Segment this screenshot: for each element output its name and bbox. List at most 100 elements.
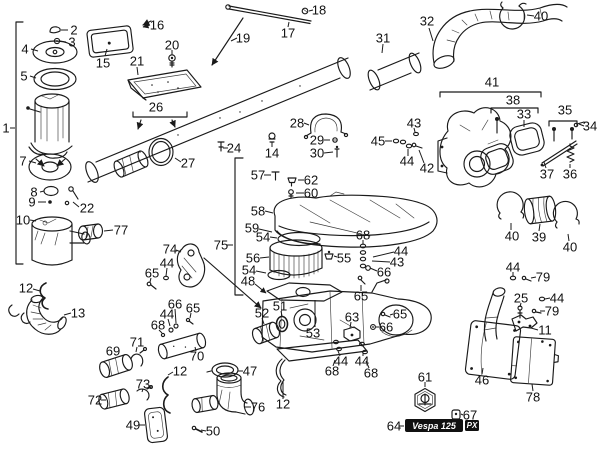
part-callout-8: 8 — [30, 185, 45, 200]
part-7-filter-element — [28, 153, 72, 181]
part-number-label: 40 — [505, 229, 519, 244]
part-19-rod — [211, 17, 244, 66]
part-callout-68: 68 — [356, 228, 370, 244]
part-24-bolt — [217, 141, 225, 152]
part-number-label: 11 — [538, 323, 552, 338]
part-number-label: 65 — [393, 307, 407, 322]
part-number-label: 74 — [163, 242, 177, 257]
part-28-clamp — [303, 113, 349, 140]
part-number-label: 26 — [149, 100, 163, 115]
part-callout-72: 72 — [88, 393, 106, 408]
part-callout-30: 30 — [310, 146, 334, 161]
part-number-label: 22 — [80, 201, 94, 216]
part-callout-70: 70 — [190, 346, 204, 364]
part-callout-48: 48 — [241, 274, 267, 294]
part-number-label: 52 — [255, 306, 269, 321]
part-callout-3: 3 — [59, 35, 76, 50]
part-46-pipe — [483, 287, 506, 342]
part-number-label: 68 — [356, 228, 370, 243]
part-number-label: 39 — [532, 230, 546, 245]
part-12-strap-center — [275, 358, 287, 398]
part-callout-5: 5 — [20, 69, 37, 84]
part-callout-53: 53 — [306, 300, 320, 341]
part-callout-12: 12 — [167, 364, 187, 379]
part-29-nut — [332, 137, 338, 143]
part-callout-11: 11 — [530, 323, 552, 338]
part-callout-76: 76 — [245, 400, 265, 415]
part-9-washer — [48, 200, 52, 204]
callout-leader-line — [259, 256, 270, 259]
callout-leader-line — [543, 161, 547, 169]
part-42-elbow-housing — [437, 107, 512, 188]
hardware-right-of-carb — [333, 311, 391, 355]
part-callout-36: 36 — [563, 164, 577, 182]
part-callout-44: 44 — [160, 307, 174, 327]
callout-leader-line — [39, 190, 45, 193]
part-35-group-bracket — [548, 120, 578, 142]
part-callout-10: 10 — [16, 213, 37, 228]
part-number-label: 31 — [376, 31, 390, 46]
callout-leader-line — [230, 37, 238, 42]
part-36-spring — [566, 143, 575, 163]
part-number-label: 20 — [165, 38, 179, 53]
part-callout-57: 57 — [251, 168, 271, 183]
part-number-label: 44 — [550, 291, 564, 306]
part-26-group-bracket — [132, 111, 188, 130]
part-callout-62: 62 — [298, 173, 318, 188]
part-39-ribbed-hose — [523, 195, 557, 225]
part-number-label: 33 — [517, 107, 531, 122]
callout-leader-line — [413, 127, 416, 133]
part-41-group-bracket — [439, 91, 542, 98]
part-number-label: 69 — [106, 344, 120, 359]
part-number-label: 58 — [251, 204, 265, 219]
callout-leader-line — [189, 312, 192, 319]
callout-leader-line — [428, 27, 434, 42]
part-number-label: 42 — [420, 161, 434, 176]
callout-leader-line — [29, 219, 37, 222]
part-76-elbow — [191, 372, 255, 416]
part-number-label: 5 — [20, 69, 27, 84]
part-5-gasket-ring — [33, 67, 77, 91]
part-50-screw — [191, 425, 203, 433]
badge-main-text: Vespa 125 — [412, 421, 457, 431]
part-callout-12: 12 — [19, 281, 41, 296]
callout-leader-line — [63, 312, 72, 316]
callout-leader-line — [258, 228, 273, 233]
callout-leader-line — [303, 122, 310, 126]
part-number-label: 43 — [390, 255, 404, 270]
part-number-label: 68 — [151, 318, 165, 333]
part-callout-19: 19 — [230, 31, 250, 46]
callout-leader-line — [269, 236, 278, 239]
part-number-label: 34 — [583, 119, 597, 134]
part-2-clip — [49, 26, 61, 34]
part-callout-59: 59 — [245, 221, 273, 236]
callout-leader-line — [167, 318, 171, 327]
part-callout-69: 69 — [106, 344, 120, 359]
part-callout-20: 20 — [165, 38, 179, 55]
callout-leader-line — [332, 359, 336, 367]
part-number-label: 13 — [71, 306, 85, 321]
part-number-label: 8 — [30, 185, 37, 200]
callout-leader-line — [167, 371, 174, 376]
part-22-bolt — [64, 186, 79, 206]
part-12-hook-a — [39, 282, 49, 310]
part-callout-14: 14 — [265, 142, 279, 161]
callout-leader-line — [72, 201, 80, 208]
part-72-hose — [98, 388, 130, 410]
part-callout-44: 44 — [372, 244, 408, 259]
part-number-label: 44 — [355, 354, 369, 369]
part-14-bolt — [268, 132, 276, 143]
part-callout-65: 65 — [389, 307, 407, 322]
part-74-bracket — [176, 243, 262, 309]
part-number-label: 73 — [136, 377, 150, 392]
part-number-label: 47 — [243, 364, 257, 379]
callout-leader-line — [194, 346, 197, 352]
part-number-label: 66 — [377, 265, 391, 280]
part-11-bracket — [511, 314, 538, 332]
part-number-label: 65 — [145, 266, 159, 281]
part-number-label: 56 — [246, 251, 260, 266]
part-13-bellows-elbow — [8, 294, 67, 335]
part-number-label: 66 — [379, 320, 393, 335]
part-callout-45: 45 — [371, 134, 392, 149]
part-number-label: 1 — [2, 121, 9, 136]
